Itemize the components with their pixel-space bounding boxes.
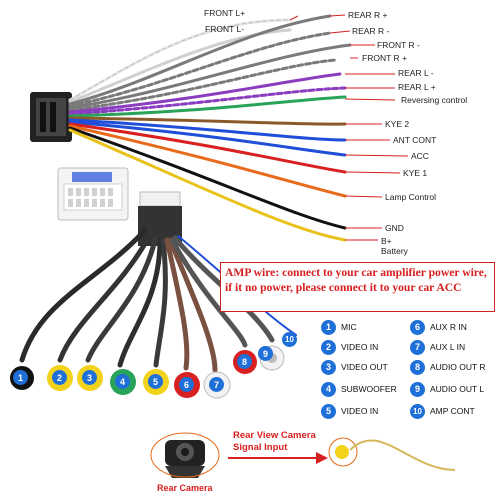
label-front-l-plus: FRONT L+	[204, 8, 246, 18]
legend-label: AMP CONT	[430, 406, 475, 416]
legend-item-10: 10 AMP CONT	[410, 402, 475, 420]
legend-number: 4	[321, 381, 336, 397]
legend-label: VIDEO IN	[341, 406, 379, 416]
legend-label: MIC	[341, 322, 357, 332]
connector-badge-6: 6	[179, 377, 194, 392]
rear-view-camera-input-label: Rear View Camera Signal Input	[233, 430, 316, 453]
legend-label: VIDEO OUT	[341, 362, 388, 372]
legend-number: 1	[321, 319, 336, 335]
label-kye-1: KYE 1	[403, 168, 428, 178]
connector-badge-3: 3	[82, 370, 97, 385]
connector-badge-5: 5	[148, 374, 163, 389]
legend-item-1: 1 MIC	[321, 318, 357, 336]
label-gnd: GND	[385, 223, 404, 233]
label-front-r-minus: FRONT R -	[377, 40, 420, 50]
connector-badge-9: 9	[258, 346, 273, 361]
label-front-r-plus: FRONT R +	[362, 53, 407, 63]
legend-item-2: 2 VIDEO IN	[321, 338, 378, 356]
amp-wire-note: AMP wire: connect to your car amplifier …	[220, 262, 495, 312]
legend-label: VIDEO IN	[341, 342, 379, 352]
label-leader-lines	[289, 14, 409, 241]
label-reversing-control: Reversing control	[401, 95, 468, 105]
label-lamp-control: Lamp Control	[385, 192, 437, 202]
label-kye-2: KYE 2	[385, 119, 410, 129]
connector-badge-7: 7	[209, 377, 224, 392]
connector-badge-1: 1	[13, 370, 28, 385]
legend-number: 10	[410, 403, 425, 419]
camera-rca-cable	[328, 437, 456, 471]
legend-item-6: 6 AUX R IN	[410, 318, 467, 336]
label-rear-l-plus: REAR L +	[398, 82, 436, 92]
legend-label: AUDIO OUT L	[430, 384, 485, 394]
main-harness-connector	[30, 92, 72, 142]
label-rear-l-minus: REAR L -	[398, 68, 434, 78]
legend-item-8: 8 AUDIO OUT R	[410, 358, 486, 376]
legend-label: SUBWOOFER	[341, 384, 397, 394]
connector-badge-8: 8	[237, 354, 252, 369]
legend-label: AUX L IN	[430, 342, 466, 352]
label-front-l-minus: FRONT L-	[205, 24, 245, 34]
rear-camera	[150, 432, 220, 478]
label-acc: ACC	[411, 151, 429, 161]
legend-number: 9	[410, 381, 425, 397]
legend-number: 5	[321, 403, 336, 419]
legend-item-9: 9 AUDIO OUT L	[410, 380, 484, 398]
connector-badge-10: 10	[282, 332, 297, 347]
legend-item-5: 5 VIDEO IN	[321, 402, 378, 420]
label-b-plus-battery: B+ Battery	[381, 236, 408, 256]
legend-item-7: 7 AUX L IN	[410, 338, 465, 356]
label-rear-r-minus: REAR R -	[352, 26, 390, 36]
connector-badge-2: 2	[52, 370, 67, 385]
rear-camera-label: Rear Camera	[157, 483, 213, 493]
legend-number: 2	[321, 339, 336, 355]
legend-item-3: 3 VIDEO OUT	[321, 358, 388, 376]
legend-number: 8	[410, 359, 425, 375]
camera-arrow	[228, 452, 328, 464]
white-connector-inset	[57, 167, 129, 221]
harness-wires	[68, 14, 352, 242]
legend-number: 6	[410, 319, 425, 335]
legend-number: 7	[410, 339, 425, 355]
legend-label: AUX R IN	[430, 322, 467, 332]
legend-number: 3	[321, 359, 336, 375]
connector-badge-4: 4	[115, 374, 130, 389]
label-rear-r-plus: REAR R +	[348, 10, 388, 20]
rca-cables	[19, 227, 297, 373]
label-ant-cont: ANT CONT	[393, 135, 437, 145]
legend-label: AUDIO OUT R	[430, 362, 486, 372]
legend-item-4: 4 SUBWOOFER	[321, 380, 397, 398]
